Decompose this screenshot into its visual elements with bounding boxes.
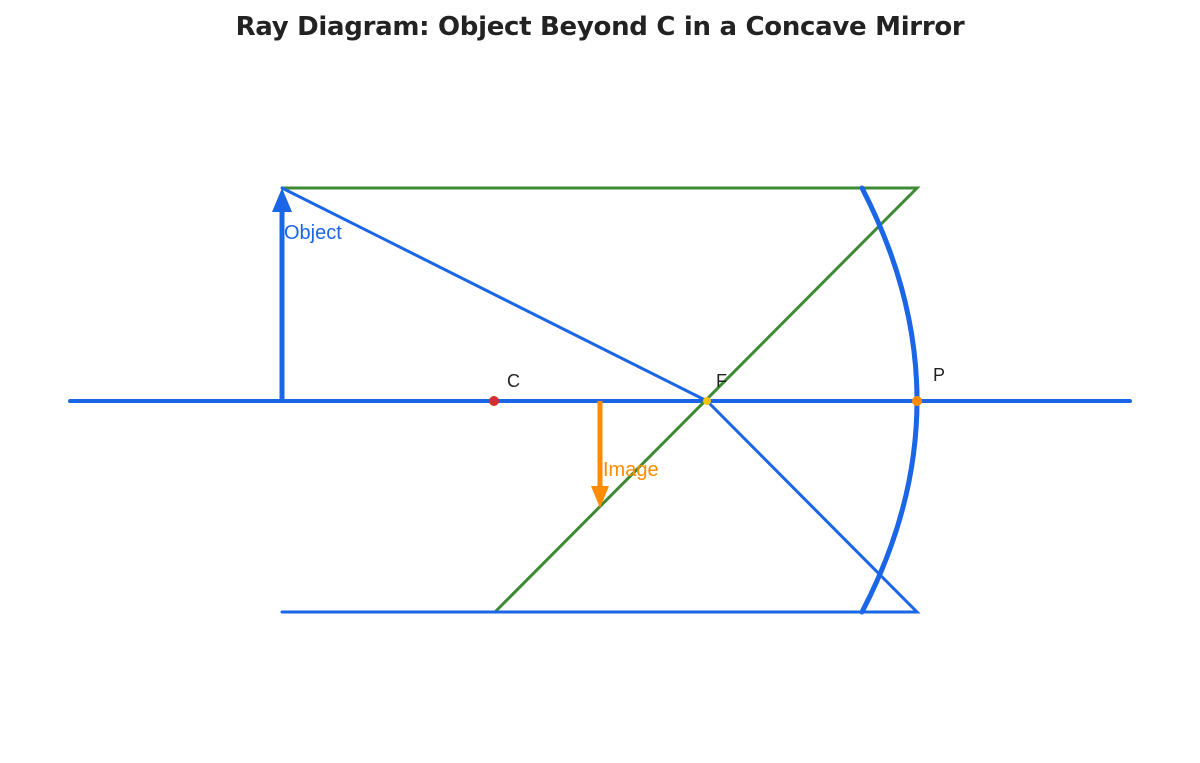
ray-parallel-through-focus [282, 186, 921, 614]
diagram-title: Ray Diagram: Object Beyond C in a Concav… [235, 12, 965, 42]
image-label: Image [603, 459, 659, 481]
pole-label: P [933, 365, 945, 385]
focus-point [703, 397, 711, 405]
object-arrowhead-icon [272, 188, 292, 212]
object-label: Object [284, 222, 342, 244]
center-of-curvature-point [489, 396, 499, 406]
image-arrowhead-icon [591, 486, 609, 508]
ray-through-focus-parallel [280, 186, 921, 614]
focus-label: F [716, 371, 727, 391]
center-label: C [507, 371, 520, 391]
pole-point [912, 396, 922, 406]
